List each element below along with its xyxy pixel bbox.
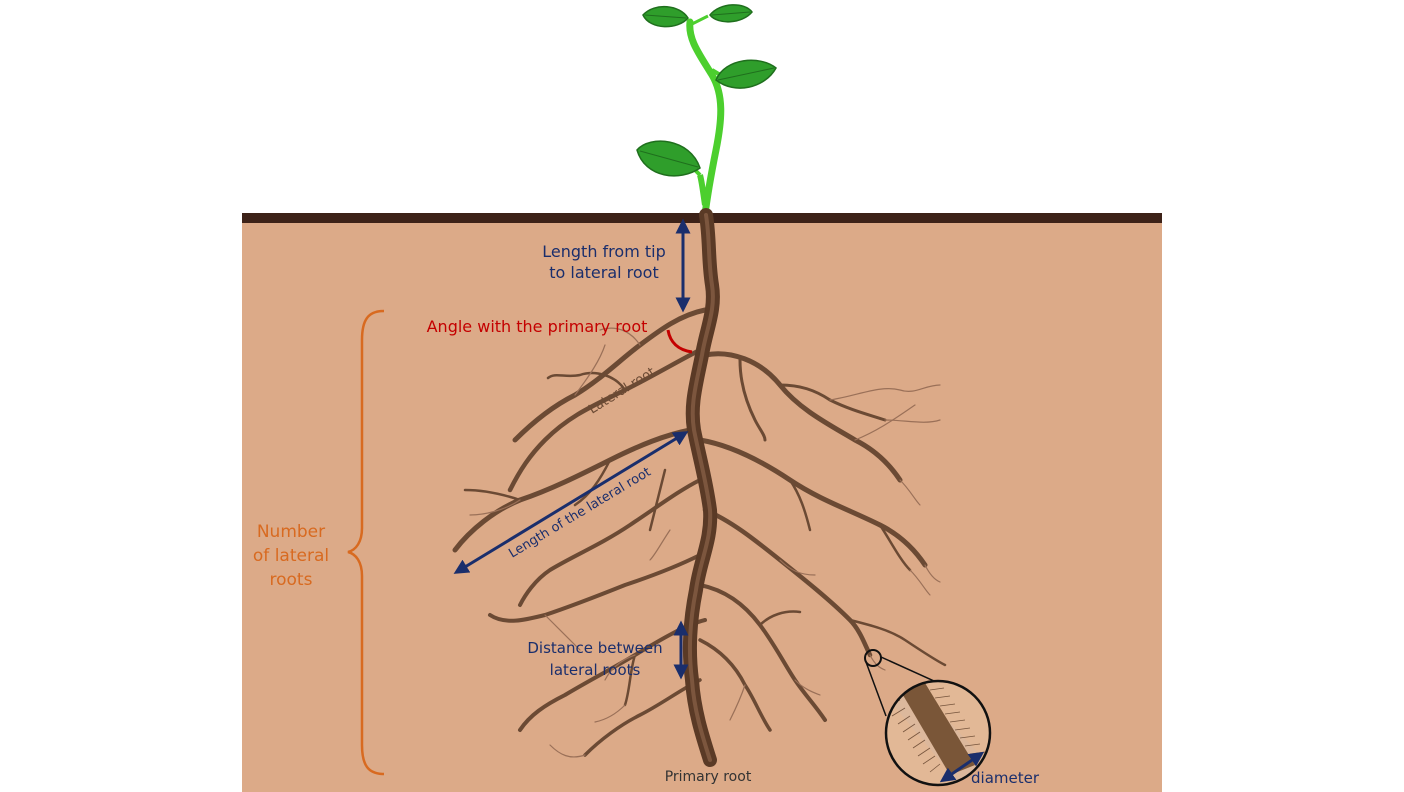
lateral-root-branch (878, 523, 912, 572)
number-label-3: roots (270, 570, 313, 590)
lateral-root (697, 437, 928, 568)
rootlet (854, 404, 916, 441)
primary-root-highlight (687, 213, 715, 762)
lateral-root-branch (788, 478, 812, 532)
rootlet (549, 744, 586, 758)
lateral-root-branch (758, 610, 802, 627)
lateral-root (518, 618, 707, 732)
leaf-vein (717, 67, 775, 81)
lateral-root (698, 583, 827, 722)
lateral-root-branch (738, 358, 767, 442)
diameter-label: diameter (971, 769, 1040, 787)
leaf-vein (639, 150, 699, 168)
soil-area (242, 222, 1162, 792)
leaf-vein (711, 11, 751, 16)
stem-base (697, 174, 708, 206)
zoom-circle-outline (884, 679, 992, 787)
rootlet (884, 419, 941, 423)
lateral-root-branch (546, 371, 627, 392)
lateral-root-branch (848, 618, 947, 667)
rootlet (574, 344, 606, 396)
leaf-petiole (689, 14, 709, 27)
stem (686, 18, 725, 219)
length-tip-label-1: Length from tip (542, 242, 665, 261)
rootlet (544, 614, 581, 651)
primary-root-label: Primary root (665, 769, 752, 785)
distance-label-1: Distance between (527, 639, 662, 657)
lateral-root (702, 351, 903, 483)
rootlet (779, 559, 816, 576)
number-label-1: Number (257, 522, 325, 542)
lateral-roots-brace (347, 309, 385, 776)
zoom-line (865, 661, 887, 717)
leaf-vein (644, 14, 687, 19)
angle-label: Angle with the primary root (427, 317, 648, 336)
lateral-root-branch (623, 653, 637, 707)
rootlet (909, 569, 931, 596)
rootlet (604, 654, 636, 681)
length-lateral-arrow (453, 431, 689, 574)
length-tip-label-2: to lateral root (549, 263, 659, 282)
rootlet (594, 704, 626, 723)
number-label-2: of lateral (253, 546, 329, 566)
zoom-source-circle (864, 649, 882, 667)
distance-label-2: lateral roots (550, 661, 641, 679)
lateral-root (702, 507, 873, 658)
diameter-arrow (939, 751, 985, 783)
rootlet (729, 684, 746, 721)
angle-arc (666, 329, 693, 354)
rootlet (899, 479, 921, 506)
rootlet (794, 679, 821, 696)
lateral-root (512, 307, 708, 443)
plant-shoot (636, 4, 777, 219)
rootlet (599, 327, 641, 346)
rootlet (924, 564, 941, 583)
lateral-root (583, 678, 702, 757)
rootlet (829, 384, 941, 401)
fine-rootlets (469, 327, 941, 758)
